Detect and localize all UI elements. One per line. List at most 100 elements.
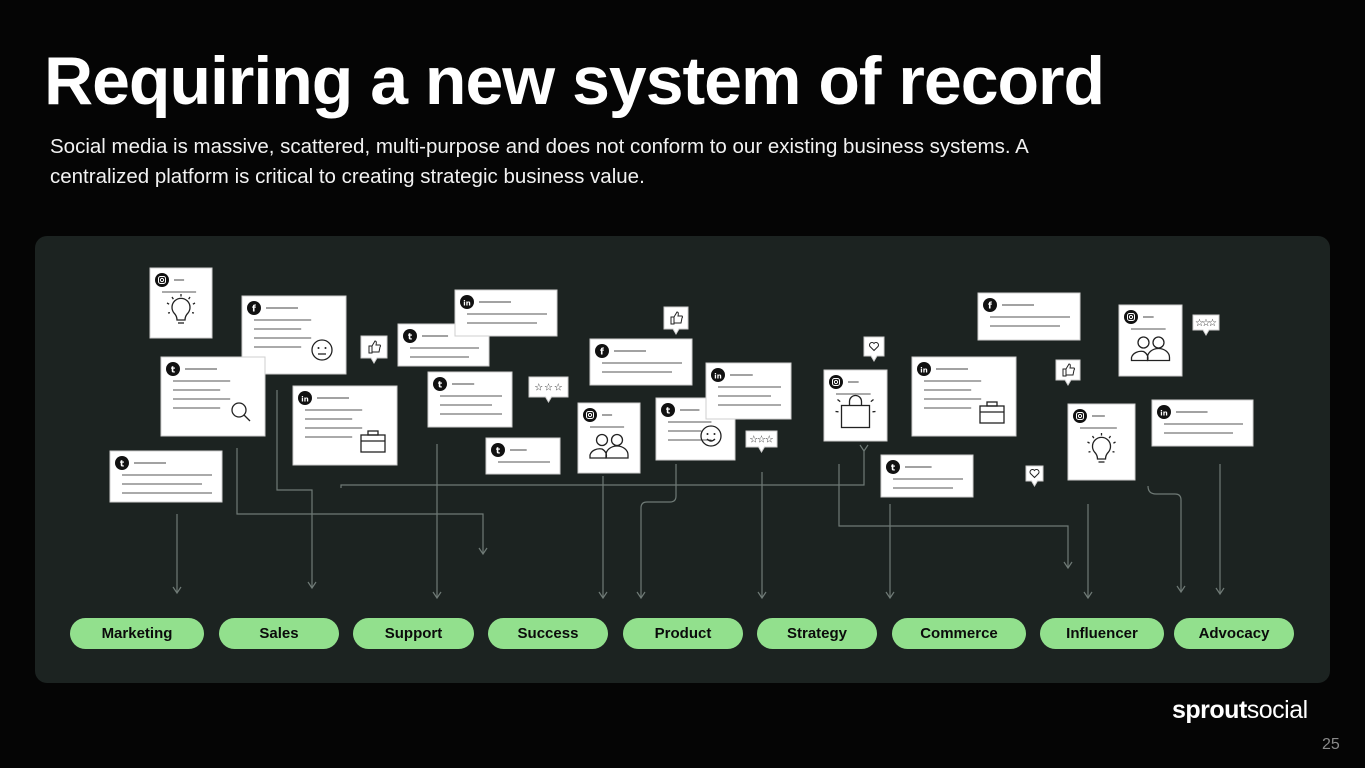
svg-text:f: f xyxy=(252,305,256,315)
twitter-icon xyxy=(661,403,675,417)
svg-text:t: t xyxy=(171,366,176,376)
post-card: t xyxy=(880,454,974,498)
category-advocacy[interactable]: Advocacy xyxy=(1174,618,1294,649)
svg-text:t: t xyxy=(120,460,125,470)
svg-text:t: t xyxy=(496,447,501,457)
instagram-icon xyxy=(829,375,843,389)
svg-text:in: in xyxy=(920,367,927,375)
linkedin-icon xyxy=(1157,405,1171,419)
category-product[interactable]: Product xyxy=(623,618,743,649)
connector-line xyxy=(276,390,313,588)
post-card xyxy=(1118,304,1183,377)
post-card: in xyxy=(292,385,398,466)
svg-text:t: t xyxy=(891,464,896,474)
connector-arrowhead xyxy=(478,547,488,556)
star-rating-icon: ☆☆☆ xyxy=(1192,314,1220,336)
connector-lines xyxy=(172,390,1225,600)
connector-arrowhead xyxy=(1215,587,1225,596)
instagram-icon xyxy=(583,408,597,422)
reaction-bubbles: ☆☆☆☆☆☆☆☆☆ xyxy=(360,306,1220,487)
facebook-icon xyxy=(595,344,609,358)
svg-text:in: in xyxy=(301,396,308,404)
category-influencer[interactable]: Influencer xyxy=(1040,618,1164,649)
connector-arrowhead xyxy=(172,586,182,595)
twitter-icon xyxy=(166,362,180,376)
post-card: t xyxy=(427,371,513,428)
connector-arrowhead xyxy=(757,591,767,600)
heart-icon xyxy=(1025,465,1044,487)
slide-subtitle: Social media is massive, scattered, mult… xyxy=(50,135,1028,188)
sprout-social-logo: sproutsocial xyxy=(1172,696,1308,724)
svg-text:☆: ☆ xyxy=(1202,318,1211,329)
connector-line xyxy=(1147,485,1182,592)
post-cards: f t t in t in t t f t in in f t in xyxy=(109,267,1254,503)
thumbs-up-icon xyxy=(663,306,689,335)
connector-arrowhead xyxy=(859,444,869,453)
category-strategy[interactable]: Strategy xyxy=(757,618,877,649)
post-card: in xyxy=(454,289,558,337)
svg-text:f: f xyxy=(600,348,604,358)
svg-text:t: t xyxy=(408,333,413,343)
connector-arrowhead xyxy=(432,591,442,600)
facebook-icon xyxy=(983,298,997,312)
instagram-icon xyxy=(155,273,169,287)
post-card: in xyxy=(911,356,1017,437)
post-card: in xyxy=(705,362,792,420)
heart-icon xyxy=(863,336,885,362)
linkedin-icon xyxy=(711,368,725,382)
svg-text:in: in xyxy=(1160,410,1167,418)
connector-arrowhead xyxy=(598,591,608,600)
svg-text:in: in xyxy=(714,373,721,381)
svg-text:t: t xyxy=(438,381,443,391)
svg-text:☆: ☆ xyxy=(757,435,766,446)
svg-text:t: t xyxy=(666,407,671,417)
twitter-icon xyxy=(491,443,505,457)
instagram-icon xyxy=(1124,310,1138,324)
connector-arrowhead xyxy=(307,581,317,590)
linkedin-icon xyxy=(917,362,931,376)
connector-arrowhead xyxy=(636,591,646,600)
svg-text:☆: ☆ xyxy=(544,383,553,394)
star-rating-icon: ☆☆☆ xyxy=(528,376,569,403)
post-card: in xyxy=(1151,399,1254,447)
category-commerce[interactable]: Commerce xyxy=(892,618,1026,649)
twitter-icon xyxy=(115,456,129,470)
category-support[interactable]: Support xyxy=(353,618,474,649)
post-card xyxy=(149,267,213,339)
svg-text:in: in xyxy=(463,300,470,308)
post-card: t xyxy=(160,356,266,437)
svg-text:☆: ☆ xyxy=(554,383,563,394)
page-number: 25 xyxy=(1322,736,1340,753)
svg-text:f: f xyxy=(988,302,992,312)
slide-title: Requiring a new system of record xyxy=(44,43,1105,119)
facebook-icon xyxy=(247,301,261,315)
post-card xyxy=(1067,403,1136,481)
svg-text:☆: ☆ xyxy=(765,435,774,446)
category-sales[interactable]: Sales xyxy=(219,618,339,649)
connector-arrowhead xyxy=(1083,591,1093,600)
linkedin-icon xyxy=(298,391,312,405)
category-success[interactable]: Success xyxy=(488,618,608,649)
linkedin-icon xyxy=(460,295,474,309)
twitter-icon xyxy=(403,329,417,343)
post-card xyxy=(577,402,641,474)
thumbs-up-icon xyxy=(360,335,388,364)
connector-line xyxy=(838,464,1069,568)
connector-arrowhead xyxy=(885,591,895,600)
post-card: f xyxy=(977,292,1081,341)
svg-text:☆: ☆ xyxy=(534,383,543,394)
svg-text:☆: ☆ xyxy=(1195,318,1204,329)
connector-arrowhead xyxy=(1063,561,1073,570)
connector-line xyxy=(236,448,484,554)
twitter-icon xyxy=(433,377,447,391)
category-marketing[interactable]: Marketing xyxy=(70,618,204,649)
svg-text:☆: ☆ xyxy=(749,435,758,446)
twitter-icon xyxy=(886,460,900,474)
post-card: t xyxy=(109,450,223,503)
post-card: f xyxy=(589,338,693,386)
instagram-icon xyxy=(1073,409,1087,423)
thumbs-up-icon xyxy=(1055,359,1081,386)
star-rating-icon: ☆☆☆ xyxy=(745,430,778,453)
